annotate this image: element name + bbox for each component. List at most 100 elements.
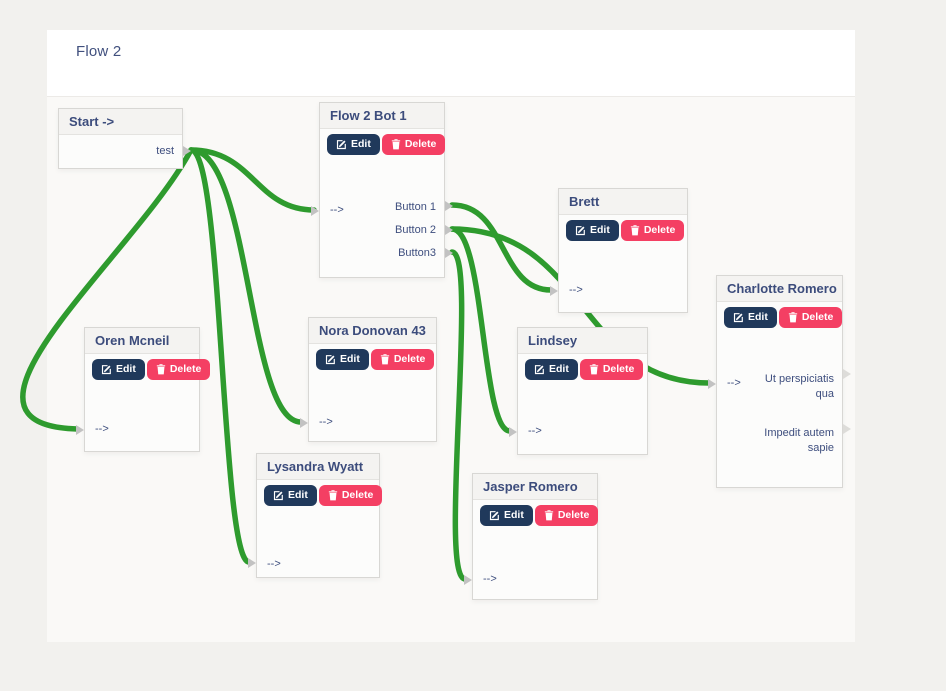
connection-start-to-nora[interactable] <box>188 147 304 425</box>
delete-button[interactable]: Delete <box>620 220 685 241</box>
edit-button[interactable]: Edit <box>316 349 369 370</box>
input-connector[interactable] <box>464 575 472 585</box>
input-arrow-label: --> <box>483 573 497 585</box>
edit-button-label: Edit <box>748 311 768 324</box>
edit-button-label: Edit <box>116 363 136 376</box>
trash-icon <box>630 225 640 236</box>
node-actions: Edit Delete <box>724 307 843 328</box>
node-actions: Edit Delete <box>327 134 446 155</box>
node-lindsey-title[interactable]: Lindsey <box>518 328 647 354</box>
edit-icon <box>101 364 112 375</box>
node-actions: Edit Delete <box>525 359 647 380</box>
delete-button-label: Delete <box>801 311 834 324</box>
output-connector-1[interactable] <box>843 369 851 379</box>
edit-button[interactable]: Edit <box>525 359 578 380</box>
node-lysandra-title[interactable]: Lysandra Wyatt <box>257 454 379 480</box>
node-bot-title[interactable]: Flow 2 Bot 1 <box>320 103 444 129</box>
node-charlotte-romero[interactable]: Charlotte Romero Edit Delete --> Ut pers… <box>708 275 851 488</box>
delete-button-label: Delete <box>393 353 426 366</box>
input-connector[interactable] <box>300 418 308 428</box>
node-brett-title[interactable]: Brett <box>559 189 687 215</box>
trash-icon <box>788 312 798 323</box>
node-jasper-romero[interactable]: Jasper Romero Edit Delete --> <box>464 473 599 600</box>
node-lindsey[interactable]: Lindsey Edit Delete --> <box>509 327 648 455</box>
delete-button[interactable]: Delete <box>318 485 383 506</box>
output-connector-button2[interactable] <box>445 225 453 235</box>
node-jasper-title[interactable]: Jasper Romero <box>473 474 597 500</box>
output-label-button2: Button 2 <box>395 224 436 236</box>
output-connector-2[interactable] <box>843 424 851 434</box>
input-arrow-label: --> <box>95 423 109 435</box>
delete-button-label: Delete <box>341 489 374 502</box>
input-arrow-label: --> <box>727 377 741 389</box>
output-connector-button3[interactable] <box>445 248 453 258</box>
edit-icon <box>336 139 347 150</box>
edit-icon <box>534 364 545 375</box>
node-oren-mcneil[interactable]: Oren Mcneil Edit Delete --> <box>76 327 211 452</box>
input-arrow-label: --> <box>528 425 542 437</box>
delete-button[interactable]: Delete <box>778 307 843 328</box>
node-nora-title[interactable]: Nora Donovan 43 <box>309 318 436 344</box>
edit-button[interactable]: Edit <box>327 134 380 155</box>
node-actions: Edit Delete <box>264 485 383 506</box>
connection-start-to-lysandra[interactable] <box>188 147 252 565</box>
node-actions: Edit Delete <box>92 359 211 380</box>
connection-button1-to-brett[interactable] <box>449 202 554 293</box>
edit-button-label: Edit <box>340 353 360 366</box>
connection-button3-to-jasper[interactable] <box>449 249 468 582</box>
edit-icon <box>489 510 500 521</box>
edit-button[interactable]: Edit <box>480 505 533 526</box>
node-start[interactable]: Start -> test <box>58 108 191 169</box>
edit-button-label: Edit <box>549 363 569 376</box>
input-connector[interactable] <box>708 379 716 389</box>
edit-button[interactable]: Edit <box>264 485 317 506</box>
connection-start-to-oren[interactable] <box>20 147 194 432</box>
input-connector[interactable] <box>248 558 256 568</box>
input-connector[interactable] <box>509 427 517 437</box>
input-connector[interactable] <box>550 286 558 296</box>
trash-icon <box>380 354 390 365</box>
edit-button[interactable]: Edit <box>566 220 619 241</box>
node-oren-title[interactable]: Oren Mcneil <box>85 328 199 354</box>
node-lysandra-wyatt[interactable]: Lysandra Wyatt Edit Delete --> <box>248 453 383 578</box>
trash-icon <box>544 510 554 521</box>
delete-button-label: Delete <box>404 138 437 151</box>
output-label-ut-perspiciatis: Ut perspiciatis qua <box>764 373 834 400</box>
delete-button[interactable]: Delete <box>534 505 599 526</box>
node-nora-donovan[interactable]: Nora Donovan 43 Edit Delete --> <box>300 317 437 442</box>
node-flow2-bot1[interactable]: Flow 2 Bot 1 Edit Delete --> Button 1 Bu… <box>311 102 453 278</box>
edit-button-label: Edit <box>590 224 610 237</box>
input-arrow-label: --> <box>330 204 344 216</box>
trash-icon <box>589 364 599 375</box>
delete-button-label: Delete <box>557 509 590 522</box>
edit-icon <box>325 354 336 365</box>
output-label-impedit-autem: Impedit autem sapie <box>764 427 834 454</box>
node-actions: Edit Delete <box>480 505 599 526</box>
flow-header-bar: Flow 2 <box>47 30 855 97</box>
delete-button[interactable]: Delete <box>146 359 211 380</box>
node-charlotte-title[interactable]: Charlotte Romero <box>717 276 842 302</box>
trash-icon <box>391 139 401 150</box>
node-start-title[interactable]: Start -> <box>59 109 182 135</box>
connection-start-to-bot[interactable] <box>188 147 317 213</box>
delete-button[interactable]: Delete <box>381 134 446 155</box>
delete-button[interactable]: Delete <box>370 349 435 370</box>
connection-button2-to-lindsey[interactable] <box>449 226 513 434</box>
edit-button[interactable]: Edit <box>92 359 145 380</box>
delete-button[interactable]: Delete <box>579 359 644 380</box>
input-arrow-label: --> <box>267 558 281 570</box>
edit-button-label: Edit <box>351 138 371 151</box>
delete-button-label: Delete <box>643 224 676 237</box>
trash-icon <box>328 490 338 501</box>
input-connector[interactable] <box>76 425 84 435</box>
edit-icon <box>733 312 744 323</box>
node-brett[interactable]: Brett Edit Delete --> <box>550 188 688 313</box>
trash-icon <box>156 364 166 375</box>
output-connector[interactable] <box>183 146 191 156</box>
edit-button-label: Edit <box>504 509 524 522</box>
edit-button[interactable]: Edit <box>724 307 777 328</box>
output-label-button1: Button 1 <box>395 201 436 213</box>
output-connector-button1[interactable] <box>445 201 453 211</box>
input-arrow-label: --> <box>319 416 333 428</box>
input-connector[interactable] <box>311 206 319 216</box>
